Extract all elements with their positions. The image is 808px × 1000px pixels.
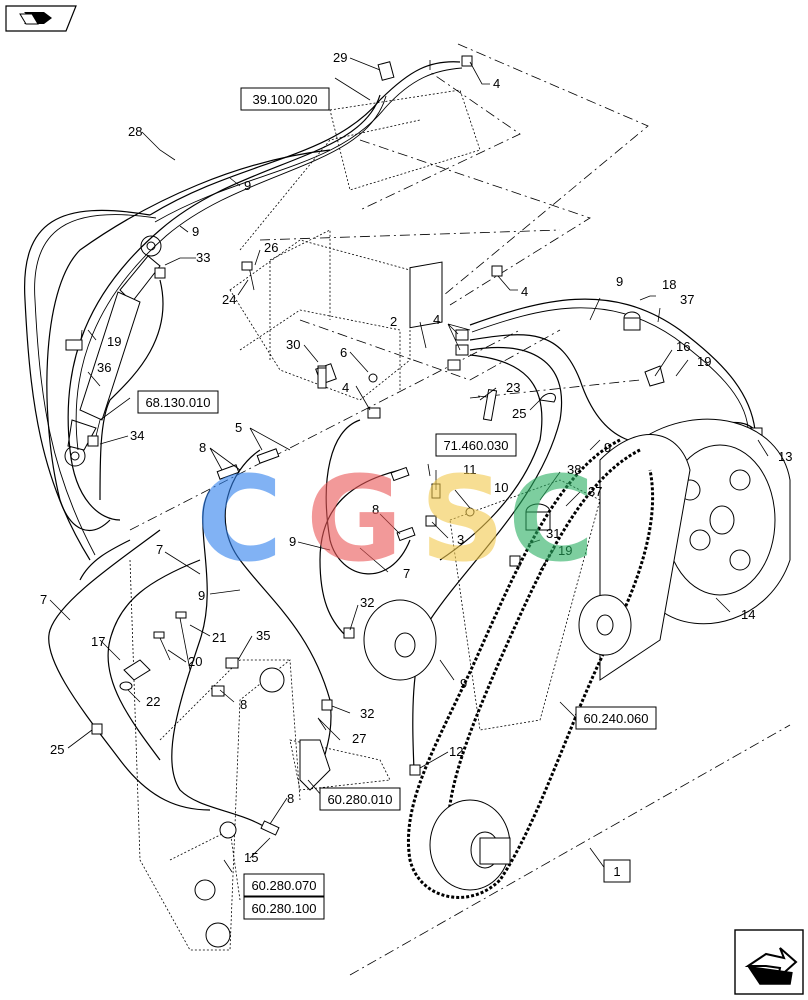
callout: 9 <box>244 178 251 193</box>
reference-boxes: 39.100.020 68.130.010 71.460.030 60.240.… <box>137 87 657 920</box>
callout: 37 <box>588 484 602 499</box>
callout: 5 <box>235 420 242 435</box>
callout: 8 <box>199 440 206 455</box>
callout: 27 <box>352 731 366 746</box>
callout: 4 <box>342 380 349 395</box>
svg-text:60.280.010: 60.280.010 <box>327 792 392 807</box>
callout: 3 <box>457 532 464 547</box>
callout: 34 <box>130 428 144 443</box>
svg-text:68.130.010: 68.130.010 <box>145 395 210 410</box>
svg-text:39.100.020: 39.100.020 <box>252 92 317 107</box>
callout: 9 <box>192 224 199 239</box>
callout: 31 <box>546 526 560 541</box>
callout: 21 <box>212 630 226 645</box>
ref-box-68-130-010[interactable]: 68.130.010 <box>137 390 219 414</box>
callout: 2 <box>390 314 397 329</box>
callout: 26 <box>264 240 278 255</box>
callout: 24 <box>222 292 236 307</box>
callout: 9 <box>460 676 467 691</box>
callout: 19 <box>558 543 572 558</box>
callout: 9 <box>616 274 623 289</box>
callout: 19 <box>107 334 121 349</box>
callout: 4 <box>493 76 500 91</box>
callout: 19 <box>697 354 711 369</box>
page-forward-arrow-icon[interactable] <box>734 929 804 995</box>
callout: 35 <box>256 628 270 643</box>
page-back-arrow-icon[interactable] <box>5 5 77 32</box>
callout: 9 <box>289 534 296 549</box>
callout: 28 <box>128 124 142 139</box>
callout: 22 <box>146 694 160 709</box>
callout: 4 <box>433 312 440 327</box>
ref-box-60-280-010[interactable]: 60.280.010 <box>319 787 401 811</box>
watermark-letter-c1: C <box>196 450 283 588</box>
callout: 8 <box>287 791 294 806</box>
callout: 25 <box>512 406 526 421</box>
svg-text:71.460.030: 71.460.030 <box>443 438 508 453</box>
callout: 15 <box>244 850 258 865</box>
svg-text:60.280.100: 60.280.100 <box>251 901 316 916</box>
loader-arm <box>194 667 331 948</box>
callout: 9 <box>604 440 611 455</box>
callout: 7 <box>40 592 47 607</box>
ref-box-60-240-060[interactable]: 60.240.060 <box>575 706 657 730</box>
callout: 16 <box>676 339 690 354</box>
callout: 4 <box>521 284 528 299</box>
callout: 13 <box>778 449 792 464</box>
callout: 11 <box>463 462 477 477</box>
callout: 38 <box>567 462 581 477</box>
hydraulic-hoses <box>24 61 756 831</box>
callout: 17 <box>91 634 105 649</box>
callout-numbers: 29 4 28 9 9 33 26 24 4 9 18 37 2 4 19 36… <box>40 50 792 865</box>
callout: 8 <box>240 697 247 712</box>
callout: 12 <box>449 744 463 759</box>
callout: 18 <box>662 277 676 292</box>
callout: 32 <box>360 706 374 721</box>
watermark-letter-s: S <box>420 450 505 588</box>
ref-box-71-460-030[interactable]: 71.460.030 <box>435 433 517 457</box>
ref-box-1[interactable]: 1 <box>603 859 631 883</box>
callout: 20 <box>188 654 202 669</box>
callout: 7 <box>156 542 163 557</box>
callout: 10 <box>494 480 508 495</box>
ref-box-39-100-020[interactable]: 39.100.020 <box>240 87 330 111</box>
callout: 29 <box>333 50 347 65</box>
callout: 30 <box>286 337 300 352</box>
ref-box-60-280-100[interactable]: 60.280.100 <box>243 896 325 920</box>
watermark-letter-g: G <box>306 450 403 588</box>
callout: 8 <box>372 502 379 517</box>
leader-lines <box>49 57 769 873</box>
drive-assembly <box>363 418 791 899</box>
ref-box-60-280-070[interactable]: 60.280.070 <box>243 873 325 897</box>
callout: 37 <box>680 292 694 307</box>
svg-text:60.280.070: 60.280.070 <box>251 878 316 893</box>
callout: 36 <box>97 360 111 375</box>
svg-text:1: 1 <box>613 864 620 879</box>
callout: 32 <box>360 595 374 610</box>
callout: 25 <box>50 742 64 757</box>
svg-text:60.240.060: 60.240.060 <box>583 711 648 726</box>
hardware <box>65 261 665 691</box>
callout: 23 <box>506 380 520 395</box>
watermark-letter-c2: C <box>508 450 595 588</box>
callout: 7 <box>403 566 410 581</box>
watermark: C G S C <box>196 450 595 588</box>
frame-outline <box>129 89 601 951</box>
callout: 9 <box>198 588 205 603</box>
callout: 14 <box>741 607 755 622</box>
callout: 6 <box>340 345 347 360</box>
callout: 33 <box>196 250 210 265</box>
lift-cylinder <box>64 235 162 467</box>
